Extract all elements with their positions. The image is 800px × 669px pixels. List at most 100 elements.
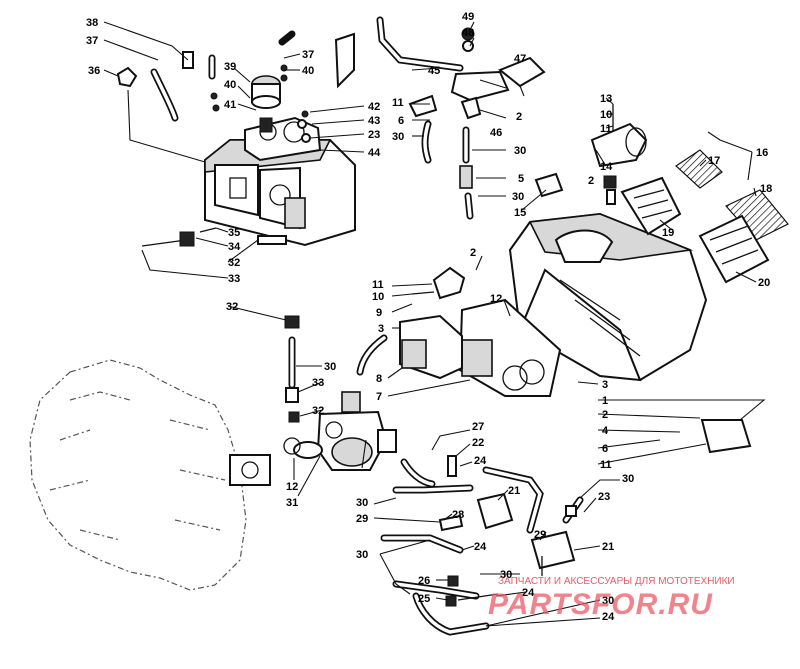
callout-4: 4 (602, 425, 609, 437)
callout-32-mid: 32 (226, 301, 238, 313)
callout-25: 25 (418, 593, 430, 605)
callout-1: 1 (602, 395, 608, 407)
callout-15: 15 (514, 207, 526, 219)
callout-29-left: 29 (356, 513, 368, 525)
callout-48: 48 (462, 27, 474, 39)
fuel-pump-upper (476, 492, 514, 530)
breather-valve (334, 32, 355, 89)
callout-2-top: 2 (516, 111, 522, 123)
callout-19: 19 (662, 227, 674, 239)
callout-31: 31 (286, 497, 298, 509)
callout-40-right: 40 (302, 65, 314, 77)
callout-46: 46 (490, 127, 502, 139)
callout-30-left: 30 (324, 361, 336, 373)
intake-tube-20 (698, 214, 770, 284)
callout-2-upper: 2 (588, 175, 594, 187)
callout-16: 16 (756, 147, 768, 159)
callout-labels: 38 37 36 39 40 41 37 40 42 43 23 44 35 3… (86, 11, 772, 623)
vent-tube (278, 30, 296, 46)
callout-14: 14 (600, 161, 613, 173)
intake-adaptor (229, 454, 271, 486)
decal-15 (534, 172, 564, 198)
callout-11-right: 11 (600, 459, 612, 471)
callout-3-left: 3 (378, 323, 384, 335)
callout-11-top: 11 (392, 97, 404, 109)
callout-30-low4: 30 (602, 595, 614, 607)
engine-block (29, 359, 271, 591)
callout-5: 5 (518, 173, 524, 185)
fuel-line-45 (376, 16, 464, 72)
callout-26: 26 (418, 575, 430, 587)
callout-13: 13 (600, 93, 612, 105)
oil-tank (204, 116, 356, 247)
callout-24-mid: 24 (474, 541, 487, 553)
callout-6-top: 6 (398, 115, 404, 127)
fitting-nut (116, 66, 138, 88)
callout-37: 37 (86, 35, 98, 47)
callout-24-upper: 24 (474, 455, 487, 467)
callout-32-bottom: 32 (312, 405, 324, 417)
callout-9: 9 (376, 307, 382, 319)
callout-22: 22 (472, 437, 484, 449)
callout-33-bottom: 33 (312, 377, 324, 389)
callout-21-lower: 21 (602, 541, 614, 553)
callout-24-low: 24 (522, 587, 535, 599)
watermark: ЗАПЧАСТИ И АКСЕССУАРЫ ДЛЯ МОТОТЕХНИКИ PA… (488, 576, 735, 621)
callout-35: 35 (228, 227, 240, 239)
callout-30-mid: 30 (514, 145, 526, 157)
solenoid (590, 122, 648, 168)
callout-37-right: 37 (302, 49, 314, 61)
callout-30-low1: 30 (356, 497, 368, 509)
callout-43: 43 (368, 115, 380, 127)
callout-30-upper: 30 (512, 191, 524, 203)
air-silencer (508, 212, 708, 382)
mount-bracket (450, 70, 510, 102)
callout-45: 45 (428, 65, 440, 77)
callout-23-top: 23 (368, 129, 380, 141)
callout-11-upper: 11 (600, 123, 612, 135)
callout-30-top: 30 (392, 131, 404, 143)
callout-28: 28 (452, 509, 464, 521)
callout-20: 20 (758, 277, 770, 289)
callout-10-right: 10 (600, 109, 612, 121)
cap-grommet (259, 117, 273, 133)
callout-30-right: 30 (622, 473, 634, 485)
callout-24-bottom: 24 (602, 611, 615, 623)
filler-cap (251, 75, 281, 109)
watermark-tagline: ЗАПЧАСТИ И АКСЕССУАРЫ ДЛЯ МОТОТЕХНИКИ (498, 576, 735, 587)
callout-34: 34 (228, 241, 241, 253)
callout-39: 39 (224, 61, 236, 73)
callout-21-upper: 21 (508, 485, 520, 497)
callout-6-right: 6 (602, 443, 608, 455)
callout-12-center: 12 (490, 293, 502, 305)
callout-11-mid: 11 (372, 279, 384, 291)
watermark-brand: PARTSFOR.RU (488, 588, 713, 621)
callout-38: 38 (86, 17, 98, 29)
fuel-filter (459, 165, 473, 189)
callout-44: 44 (368, 147, 381, 159)
leader-lines (103, 21, 766, 627)
callout-17: 17 (708, 155, 720, 167)
mesh-screen-17 (675, 149, 723, 189)
callout-36: 36 (88, 65, 100, 77)
intake-tube-19 (620, 176, 682, 236)
callout-30-low2: 30 (356, 549, 368, 561)
callout-2-right: 2 (602, 409, 608, 421)
callout-2-center: 2 (470, 247, 476, 259)
callout-47: 47 (514, 53, 526, 65)
callout-32-top: 32 (228, 257, 240, 269)
pulse-valve (700, 419, 752, 454)
intake-boot-8 (399, 314, 463, 380)
callout-41: 41 (224, 99, 236, 111)
callout-49: 49 (462, 11, 474, 23)
callout-29-right: 29 (534, 529, 546, 541)
callout-33-top: 33 (228, 273, 240, 285)
callout-40-left: 40 (224, 79, 236, 91)
callout-7: 7 (376, 391, 382, 403)
callout-8: 8 (376, 373, 382, 385)
callout-12-left: 12 (286, 481, 298, 493)
carburetor (293, 391, 397, 471)
callout-18: 18 (760, 183, 772, 195)
callout-27: 27 (472, 421, 484, 433)
